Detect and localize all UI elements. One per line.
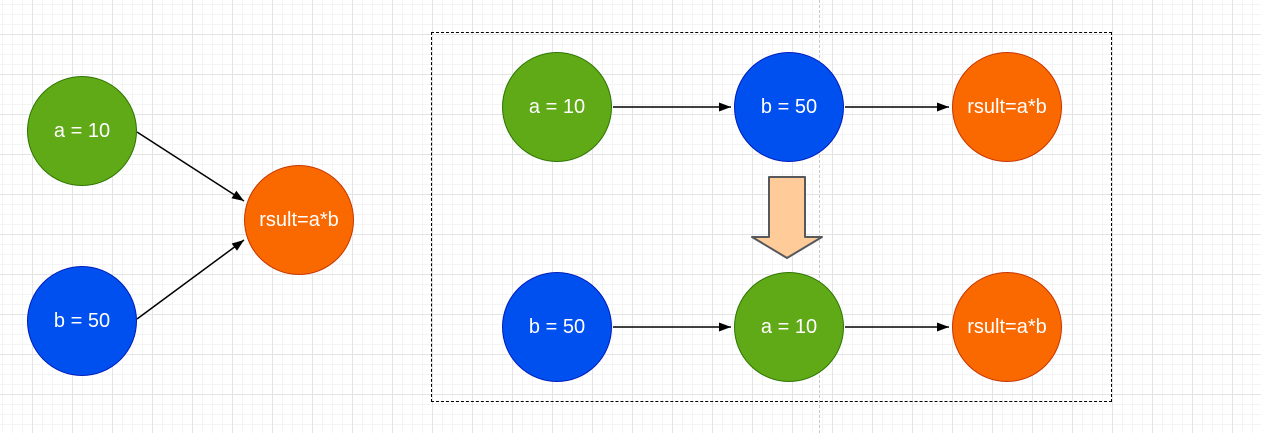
node-a[interactable]: a = 10 (27, 76, 137, 186)
boxed-bottom-node-a-label: a = 10 (760, 316, 818, 338)
boxed-bottom-node-b-label: b = 50 (528, 316, 586, 338)
boxed-top-node-b[interactable]: b = 50 (734, 52, 844, 162)
boxed-bottom-node-result-label: rsult=a*b (967, 316, 1047, 338)
dashed-selection-box[interactable] (431, 32, 1112, 402)
boxed-top-node-a-label: a = 10 (528, 96, 586, 118)
boxed-top-node-b-label: b = 50 (760, 96, 818, 118)
page-divider-line (819, 0, 820, 433)
down-arrow-icon[interactable] (751, 176, 823, 259)
node-result-label: rsult=a*b (259, 209, 339, 231)
node-result[interactable]: rsult=a*b (244, 165, 354, 275)
node-b-label: b = 50 (53, 310, 111, 332)
boxed-bottom-node-a[interactable]: a = 10 (734, 272, 844, 382)
connector-left-a-to-result[interactable] (136, 131, 245, 202)
boxed-top-node-result-label: rsult=a*b (967, 96, 1047, 118)
boxed-top-node-a[interactable]: a = 10 (502, 52, 612, 162)
boxed-bottom-node-result[interactable]: rsult=a*b (952, 272, 1062, 382)
node-a-label: a = 10 (53, 120, 111, 142)
boxed-top-node-result[interactable]: rsult=a*b (952, 52, 1062, 162)
connector-left-b-to-result[interactable] (136, 239, 245, 320)
boxed-bottom-node-b[interactable]: b = 50 (502, 272, 612, 382)
node-b[interactable]: b = 50 (27, 266, 137, 376)
